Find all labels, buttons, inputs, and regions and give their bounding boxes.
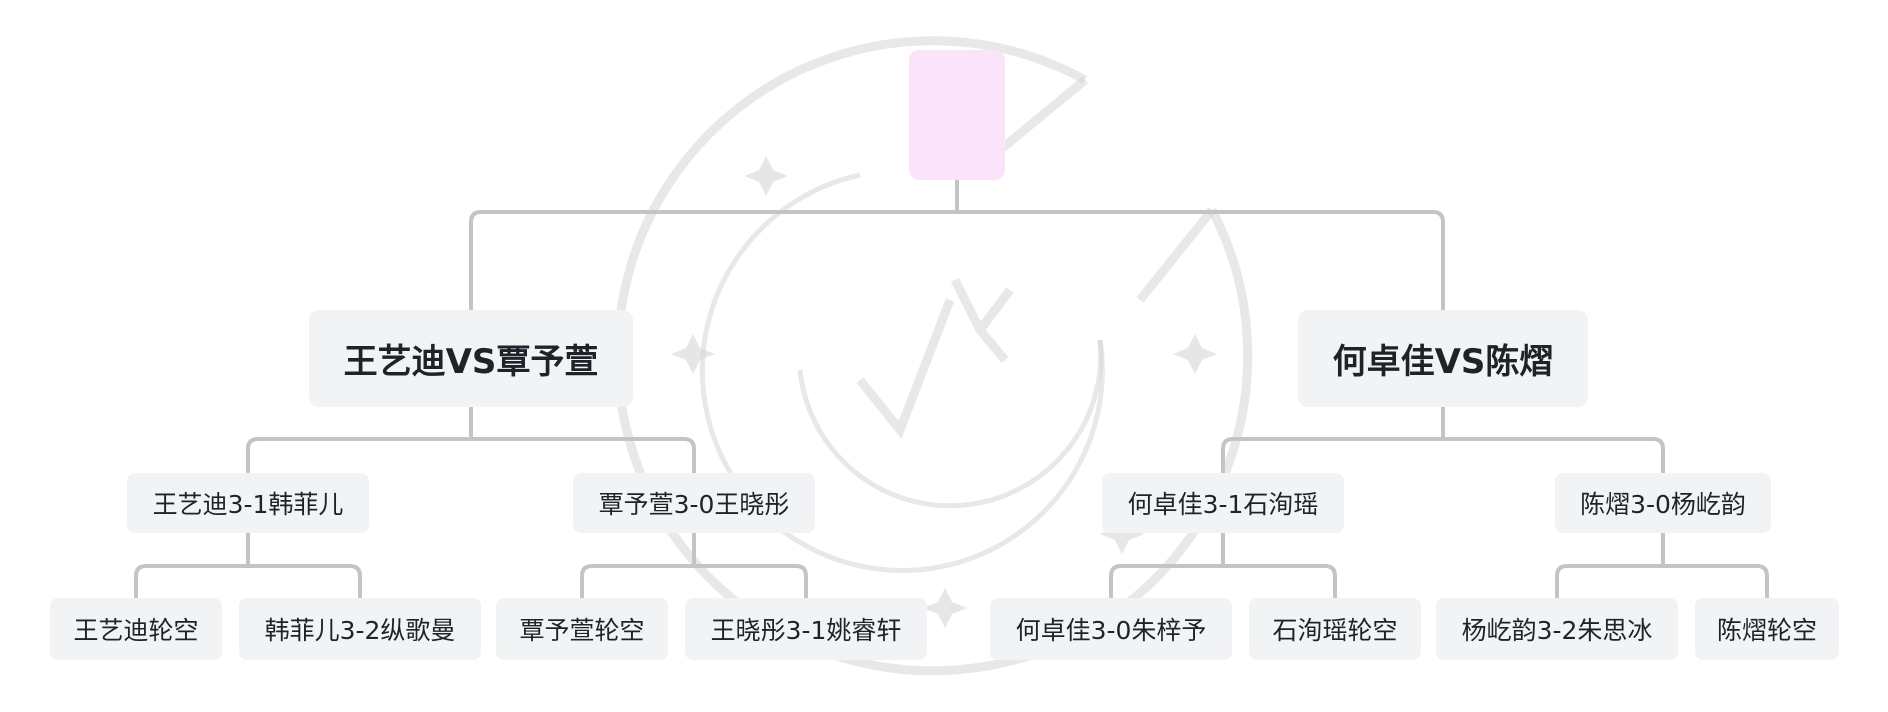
connector — [1109, 564, 1337, 598]
result-node[interactable]: 覃予萱轮空 — [496, 598, 668, 660]
watermark-letter-y — [950, 277, 1014, 363]
result-node[interactable]: 何卓佳3-0朱梓予 — [990, 598, 1232, 660]
connector — [469, 210, 1445, 310]
connector — [580, 564, 808, 598]
result-label: 王艺迪轮空 — [73, 616, 199, 645]
watermark-star — [671, 334, 715, 374]
watermark-arc-ends — [997, 76, 1216, 303]
watermark-inner-arc-2 — [797, 339, 1104, 509]
result-node[interactable]: 陈熠轮空 — [1695, 598, 1839, 660]
match-label: 覃予萱3-0王晓彤 — [598, 490, 790, 519]
watermark-inner-arc — [699, 172, 1105, 573]
match-node[interactable]: 王艺迪3-1韩菲儿 — [127, 473, 369, 533]
result-node[interactable]: 杨屹韵3-2朱思冰 — [1436, 598, 1678, 660]
result-label: 覃予萱轮空 — [519, 616, 645, 645]
match-node[interactable]: 何卓佳3-1石洵瑶 — [1102, 473, 1344, 533]
result-label: 陈熠轮空 — [1716, 616, 1817, 645]
result-node[interactable]: 王晓彤3-1姚睿轩 — [685, 598, 927, 660]
branch-node-right[interactable]: 何卓佳VS陈熠 — [1298, 310, 1588, 407]
connector — [1555, 564, 1769, 598]
match-label: 何卓佳3-1石洵瑶 — [1127, 490, 1319, 519]
result-node[interactable]: 石洵瑶轮空 — [1249, 598, 1421, 660]
result-label: 韩菲儿3-2纵歌曼 — [264, 616, 456, 645]
result-label: 石洵瑶轮空 — [1272, 616, 1398, 645]
result-label: 王晓彤3-1姚睿轩 — [710, 616, 902, 645]
branch-node-left[interactable]: 王艺迪VS覃予萱 — [309, 310, 633, 407]
root-node[interactable] — [909, 50, 1005, 180]
result-node[interactable]: 韩菲儿3-2纵歌曼 — [239, 598, 481, 660]
watermark-star — [1173, 334, 1217, 374]
watermark-letter-v — [856, 298, 955, 439]
result-label: 何卓佳3-0朱梓予 — [1015, 616, 1207, 645]
connector — [134, 564, 362, 598]
connector — [1221, 437, 1665, 473]
match-label: 陈熠3-0杨屹韵 — [1580, 490, 1746, 519]
connector — [246, 437, 696, 473]
match-node[interactable]: 覃予萱3-0王晓彤 — [573, 473, 815, 533]
watermark-star — [744, 156, 788, 196]
match-label: 王艺迪3-1韩菲儿 — [152, 490, 344, 519]
result-node[interactable]: 王艺迪轮空 — [50, 598, 222, 660]
watermark-star — [923, 588, 967, 628]
watermark-star — [1100, 514, 1144, 554]
branch-label: 何卓佳VS陈熠 — [1332, 342, 1554, 382]
match-node[interactable]: 陈熠3-0杨屹韵 — [1555, 473, 1771, 533]
branch-label: 王艺迪VS覃予萱 — [343, 342, 599, 382]
result-label: 杨屹韵3-2朱思冰 — [1461, 616, 1653, 645]
